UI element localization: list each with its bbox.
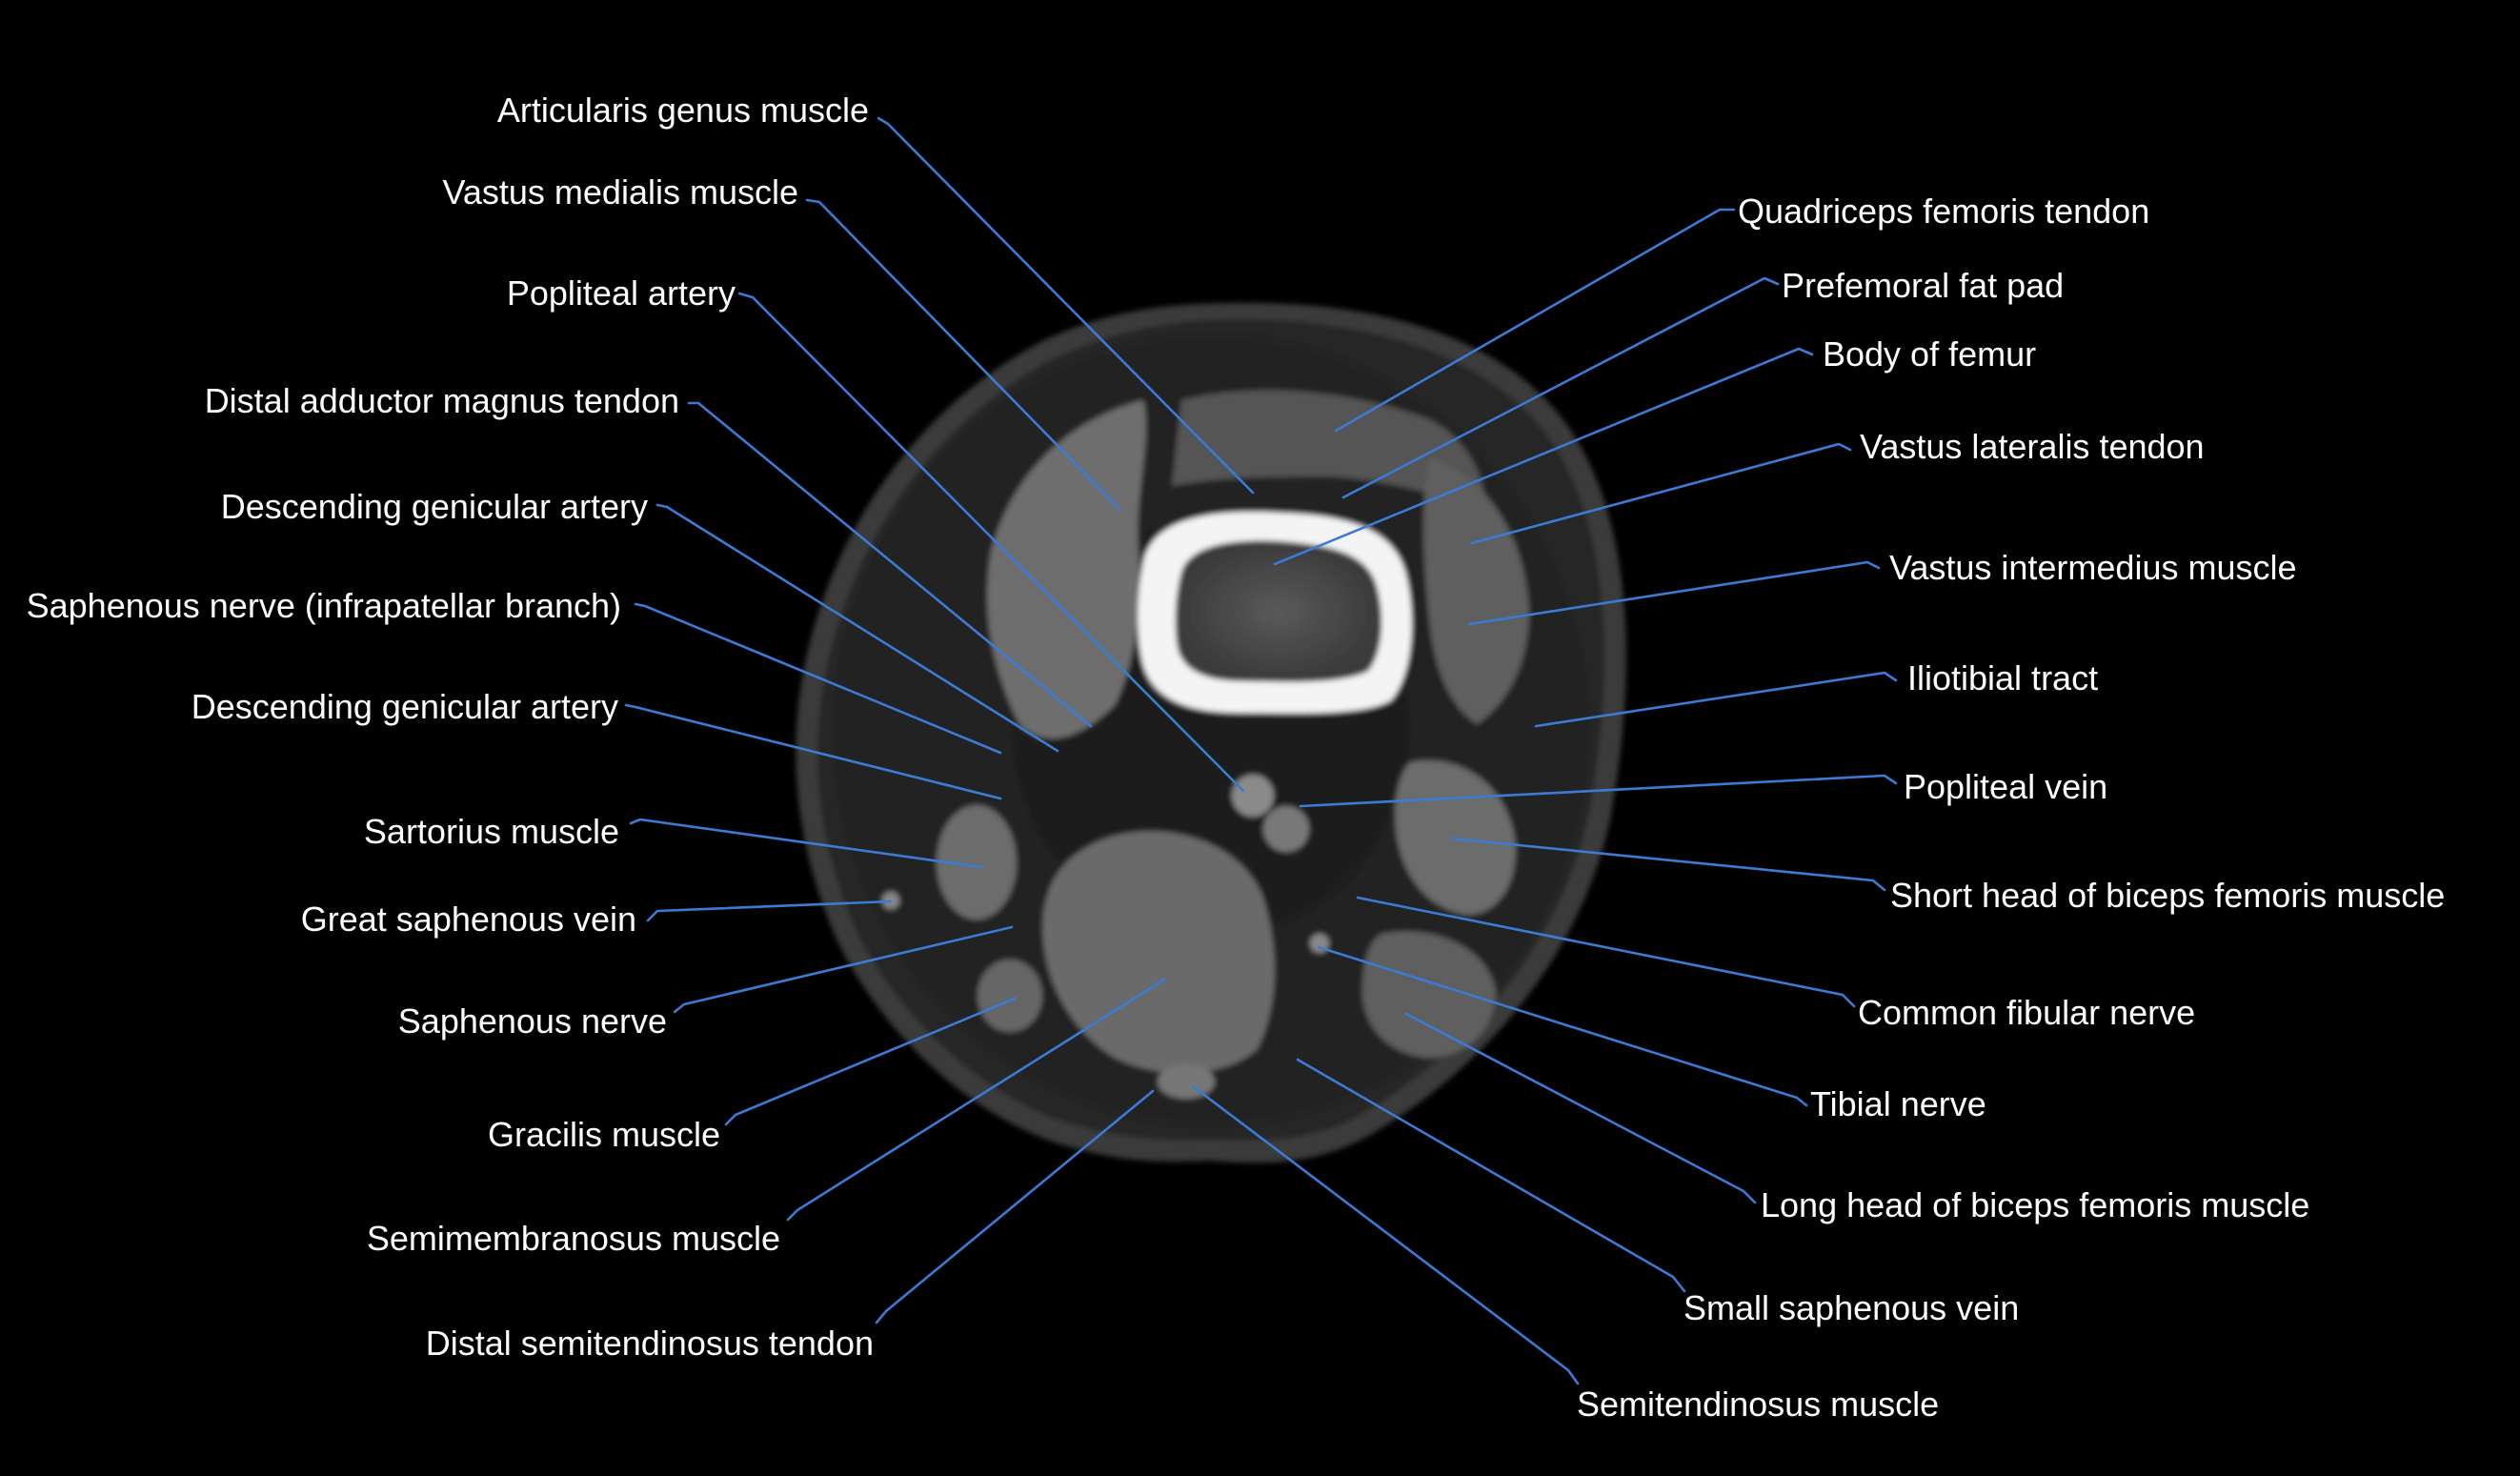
label-great-saphenous-vein: Great saphenous vein	[301, 900, 636, 939]
label-long-head-biceps: Long head of biceps femoris muscle	[1761, 1185, 2309, 1224]
label-semimembranosus: Semimembranosus muscle	[367, 1219, 780, 1258]
semitendinosus-shape	[1158, 1064, 1215, 1099]
quadriceps-shape	[1172, 390, 1486, 515]
sartorius-shape	[937, 805, 1017, 920]
leader-short-head-biceps	[1450, 837, 1886, 892]
leader-descending-genicular-1	[655, 503, 1059, 753]
ct-cross-section	[796, 302, 1626, 1163]
leader-common-fibular-nerve	[1356, 896, 1856, 1008]
label-vastus-medialis: Vastus medialis muscle	[443, 172, 798, 212]
leader-small-saphenous-vein	[1296, 1058, 1686, 1293]
leader-gracilis	[724, 997, 1017, 1126]
leader-lines	[624, 116, 1898, 1385]
label-saphenous-nerve: Saphenous nerve	[398, 1001, 667, 1041]
leader-long-head-biceps	[1404, 1012, 1757, 1204]
label-articularis-genus: Articularis genus muscle	[497, 91, 869, 130]
label-gracilis: Gracilis muscle	[488, 1115, 720, 1154]
label-quadriceps-tendon: Quadriceps femoris tendon	[1738, 192, 2149, 231]
label-body-of-femur: Body of femur	[1823, 334, 2036, 374]
leader-descending-genicular-2	[624, 703, 1002, 800]
leader-great-saphenous-vein	[646, 900, 893, 922]
label-semitendinosus: Semitendinosus muscle	[1577, 1385, 1939, 1424]
right-labels: Quadriceps femoris tendon Prefemoral fat…	[1577, 192, 2445, 1424]
leader-distal-adductor-magnus	[687, 401, 1093, 728]
label-vastus-intermedius: Vastus intermedius muscle	[1889, 548, 2297, 587]
leader-vastus-intermedius	[1467, 560, 1881, 626]
leader-vastus-lateralis-tendon	[1470, 442, 1852, 545]
semimembranosus-shape	[1042, 831, 1275, 1074]
leader-sartorius	[629, 818, 983, 869]
label-distal-semitendinosus: Distal semitendinosus tendon	[426, 1324, 874, 1363]
label-descending-genicular-2: Descending genicular artery	[192, 687, 618, 726]
leader-prefemoral-fat-pad	[1341, 276, 1780, 499]
label-popliteal-artery: Popliteal artery	[507, 273, 736, 313]
label-prefemoral-fat-pad: Prefemoral fat pad	[1782, 266, 2064, 305]
leader-popliteal-vein	[1299, 774, 1898, 808]
leader-articularis-genus	[877, 116, 1255, 495]
label-sartorius: Sartorius muscle	[364, 812, 619, 851]
leader-tibial-nerve	[1317, 945, 1808, 1107]
label-common-fibular-nerve: Common fibular nerve	[1858, 993, 2195, 1032]
leader-popliteal-artery	[737, 292, 1245, 793]
leader-distal-semitendinosus	[875, 1089, 1155, 1324]
gracilis-shape	[978, 960, 1042, 1032]
leader-vastus-medialis	[805, 198, 1121, 511]
label-descending-genicular-1: Descending genicular artery	[221, 487, 648, 526]
leader-semitendinosus	[1191, 1084, 1580, 1385]
label-short-head-biceps: Short head of biceps femoris muscle	[1890, 876, 2445, 915]
label-popliteal-vein: Popliteal vein	[1904, 767, 2107, 806]
label-distal-adductor-magnus: Distal adductor magnus tendon	[205, 381, 679, 420]
leader-body-of-femur	[1273, 347, 1814, 566]
label-saphenous-infrapatellar: Saphenous nerve (infrapatellar branch)	[27, 586, 621, 625]
leader-saphenous-nerve	[673, 925, 1014, 1014]
vastus-lateralis-shape	[1423, 457, 1529, 724]
label-vastus-lateralis-tendon: Vastus lateralis tendon	[1860, 427, 2205, 466]
left-labels: Articularis genus muscle Vastus medialis…	[27, 91, 874, 1363]
popliteal-vein-shape	[1263, 806, 1309, 852]
leader-semimembranosus	[786, 978, 1166, 1222]
label-iliotibial-tract: Iliotibial tract	[1907, 658, 2098, 698]
label-small-saphenous-vein: Small saphenous vein	[1683, 1288, 2019, 1327]
biceps-femoris-long-shape	[1362, 931, 1496, 1058]
leader-iliotibial-tract	[1534, 671, 1898, 728]
femur-marrow	[1175, 540, 1382, 682]
popliteal-artery-shape	[1232, 775, 1274, 817]
label-tibial-nerve: Tibial nerve	[1810, 1084, 1986, 1123]
leader-saphenous-infrapatellar	[634, 602, 1002, 755]
leader-quadriceps-tendon	[1334, 208, 1736, 433]
